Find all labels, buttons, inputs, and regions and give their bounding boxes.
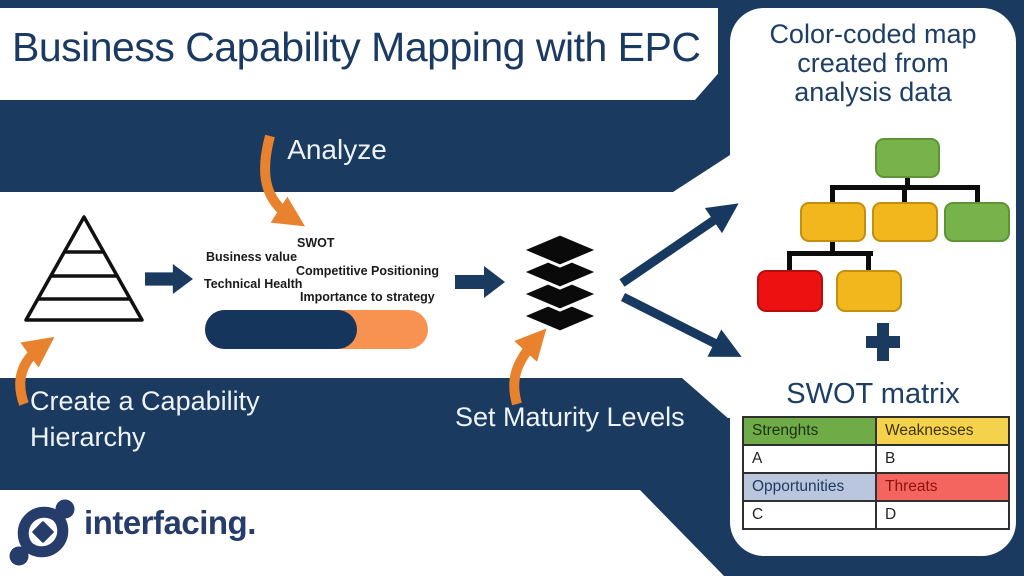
curved-arrow-icon xyxy=(260,134,306,227)
tree-node xyxy=(875,138,940,178)
set-maturity-label: Set Maturity Levels xyxy=(455,402,685,432)
curved-arrow-icon xyxy=(15,336,55,406)
logo-area-background xyxy=(0,490,724,576)
tree-node xyxy=(757,270,823,312)
tree-node xyxy=(836,270,902,312)
tree-connector xyxy=(866,254,871,271)
swot-table-cell: Weaknesses xyxy=(875,416,1010,446)
swot-table-cell: Strenghts xyxy=(742,416,877,446)
pyramid-icon xyxy=(24,215,144,322)
swot-table-cell: Opportunities xyxy=(742,472,877,502)
card-heading: Color-coded map created from analysis da… xyxy=(769,19,977,107)
tree-connector xyxy=(905,176,910,187)
tree-connector xyxy=(830,188,835,203)
importance-to-strategy-label: Importance to strategy xyxy=(300,290,435,304)
tree-connector xyxy=(830,185,980,190)
swot-matrix-title: SWOT matrix xyxy=(786,378,960,410)
competitive-positioning-label: Competitive Positioning xyxy=(296,264,440,278)
maturity-pill-navy xyxy=(205,310,357,349)
analyze-label: Analyze xyxy=(287,134,387,165)
tree-connector xyxy=(830,241,835,253)
swot-table-cell: B xyxy=(875,444,1010,474)
tree-connector xyxy=(787,251,873,256)
top-border-strip xyxy=(0,0,1024,8)
business-value-label: Business value xyxy=(206,250,298,264)
tree-connector xyxy=(787,254,792,271)
create-hierarchy-label: Create a Capability Hierarchy xyxy=(30,386,260,452)
tree-connector xyxy=(902,188,907,203)
logo-icon xyxy=(9,499,75,566)
tree-connector xyxy=(975,188,980,203)
diverge-arrows-icon xyxy=(619,203,742,357)
tree-node xyxy=(944,202,1010,242)
result-card: Color-coded map created from analysis da… xyxy=(730,8,1016,556)
block-arrow-right-icon xyxy=(455,266,505,298)
logo-wordmark: interfacing. xyxy=(84,504,256,541)
swot-label: SWOT xyxy=(297,236,335,250)
plus-horizontal-bar xyxy=(866,336,900,348)
tree-node xyxy=(800,202,866,242)
swot-table-cell: A xyxy=(742,444,877,474)
page-title: Business Capability Mapping with EPC xyxy=(12,24,701,70)
curved-arrow-icon xyxy=(509,328,547,406)
plus-icon xyxy=(866,323,900,361)
technical-health-label: Technical Health xyxy=(204,277,303,291)
tree-node xyxy=(872,202,938,242)
layers-icon xyxy=(518,234,602,332)
block-arrow-right-icon xyxy=(145,264,193,294)
swot-table-cell: Threats xyxy=(875,472,1010,502)
swot-table-cell: D xyxy=(875,500,1010,530)
swot-table-cell: C xyxy=(742,500,877,530)
